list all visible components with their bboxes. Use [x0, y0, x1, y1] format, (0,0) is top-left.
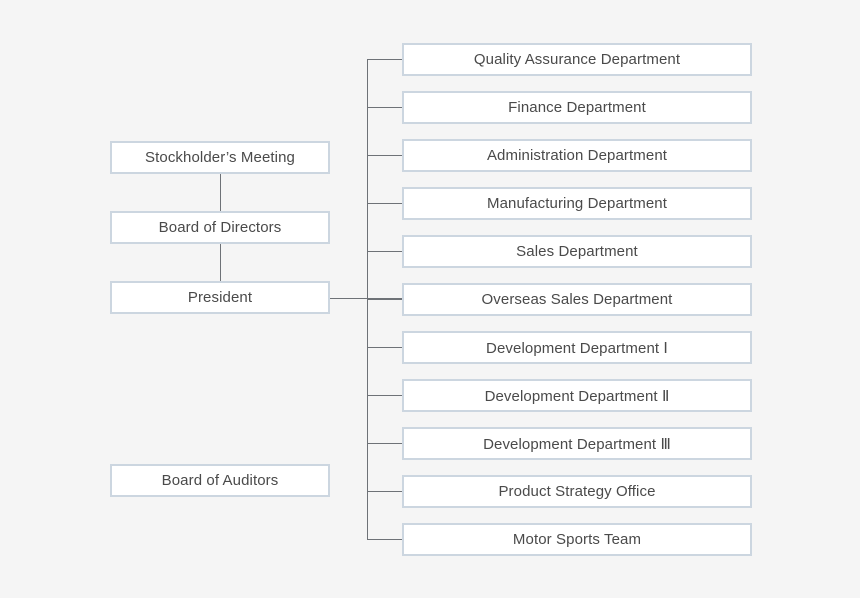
node-label: Development Department Ⅰ	[486, 339, 668, 357]
node-overseas-sales-department[interactable]: Overseas Sales Department	[402, 283, 752, 316]
connector-stub-department-11	[367, 539, 402, 540]
node-product-strategy-office[interactable]: Product Strategy Office	[402, 475, 752, 508]
node-administration-department[interactable]: Administration Department	[402, 139, 752, 172]
connector-president-to-trunk	[330, 298, 402, 299]
connector-stub-department-1	[367, 59, 402, 60]
node-label: Board of Directors	[158, 219, 282, 236]
node-label: Finance Department	[508, 99, 646, 116]
node-president[interactable]: President	[110, 281, 330, 314]
node-label: Sales Department	[516, 243, 638, 260]
node-label: Overseas Sales Department	[481, 291, 673, 308]
node-label: Development Department Ⅱ	[484, 387, 670, 405]
node-label: President	[187, 289, 253, 306]
connector-stub-department-6	[367, 299, 402, 300]
connector-stub-department-8	[367, 395, 402, 396]
node-label: Quality Assurance Department	[473, 51, 681, 68]
node-board-of-auditors[interactable]: Board of Auditors	[110, 464, 330, 497]
node-label: Stockholder’s Meeting	[145, 149, 295, 166]
node-sales-department[interactable]: Sales Department	[402, 235, 752, 268]
node-label: Development Department Ⅲ	[483, 435, 671, 453]
connector-stub-department-4	[367, 203, 402, 204]
connector-stub-department-3	[367, 155, 402, 156]
node-motor-sports-team[interactable]: Motor Sports Team	[402, 523, 752, 556]
node-label: Motor Sports Team	[512, 531, 642, 548]
node-finance-department[interactable]: Finance Department	[402, 91, 752, 124]
node-label: Administration Department	[486, 147, 668, 164]
node-development-department-1[interactable]: Development Department Ⅰ	[402, 331, 752, 364]
connector-board-to-president	[220, 244, 221, 281]
node-quality-assurance-department[interactable]: Quality Assurance Department	[402, 43, 752, 76]
node-label: Product Strategy Office	[498, 483, 656, 500]
connector-stub-department-7	[367, 347, 402, 348]
node-stockholders-meeting[interactable]: Stockholder’s Meeting	[110, 141, 330, 174]
connector-stub-department-10	[367, 491, 402, 492]
connector-stockholders-to-board	[220, 174, 221, 211]
node-manufacturing-department[interactable]: Manufacturing Department	[402, 187, 752, 220]
node-label: Manufacturing Department	[487, 195, 667, 212]
connector-stub-department-9	[367, 443, 402, 444]
node-development-department-2[interactable]: Development Department Ⅱ	[402, 379, 752, 412]
node-development-department-3[interactable]: Development Department Ⅲ	[402, 427, 752, 460]
node-label: Board of Auditors	[161, 472, 279, 489]
connector-stub-department-5	[367, 251, 402, 252]
node-board-of-directors[interactable]: Board of Directors	[110, 211, 330, 244]
connector-stub-department-2	[367, 107, 402, 108]
